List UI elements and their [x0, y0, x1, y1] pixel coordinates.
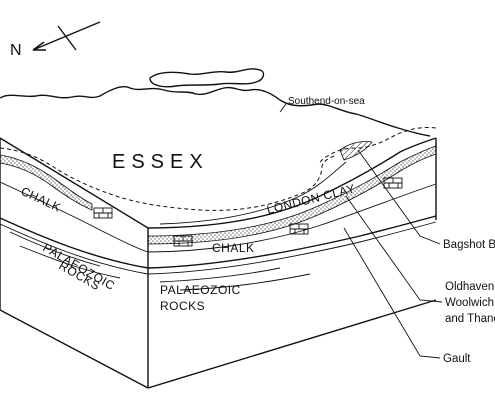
palaeozoic-label-front-2: ROCKS [160, 299, 205, 313]
callout-bagshot: Bagshot B [443, 239, 495, 251]
callout-thanet: and Thane [445, 313, 495, 325]
coastline [0, 86, 431, 137]
north-label: N [10, 42, 22, 59]
callout-oldhaven: Oldhaven, [445, 281, 495, 293]
chalk-boundary-dashed [0, 147, 335, 211]
region-label-essex: ESSEX [112, 151, 209, 173]
chalk-label-front: CHALK [212, 241, 255, 255]
bagshot-lens [339, 141, 373, 161]
callout-leaders [343, 149, 443, 359]
chalk-brick-symbol-left [93, 207, 113, 219]
north-arrow-icon [32, 21, 101, 51]
palaeozoic-label-front-1: PALAEOZOIC [160, 283, 241, 297]
callout-woolwich: Woolwich, [445, 297, 495, 309]
chalk-brick-symbol-front-2 [289, 223, 309, 235]
oldhaven-band-left [0, 154, 93, 211]
callout-gault: Gault [443, 353, 471, 365]
block-outline [0, 68, 437, 389]
estuary [149, 68, 265, 88]
town-leader-line [279, 103, 287, 113]
chalk-brick-symbol-front-3 [383, 177, 403, 189]
chalk-brick-symbol-front-1 [173, 235, 193, 247]
town-label-southend: Southend-on-sea [288, 96, 365, 107]
london-clay-boundary-dashed [319, 127, 437, 163]
